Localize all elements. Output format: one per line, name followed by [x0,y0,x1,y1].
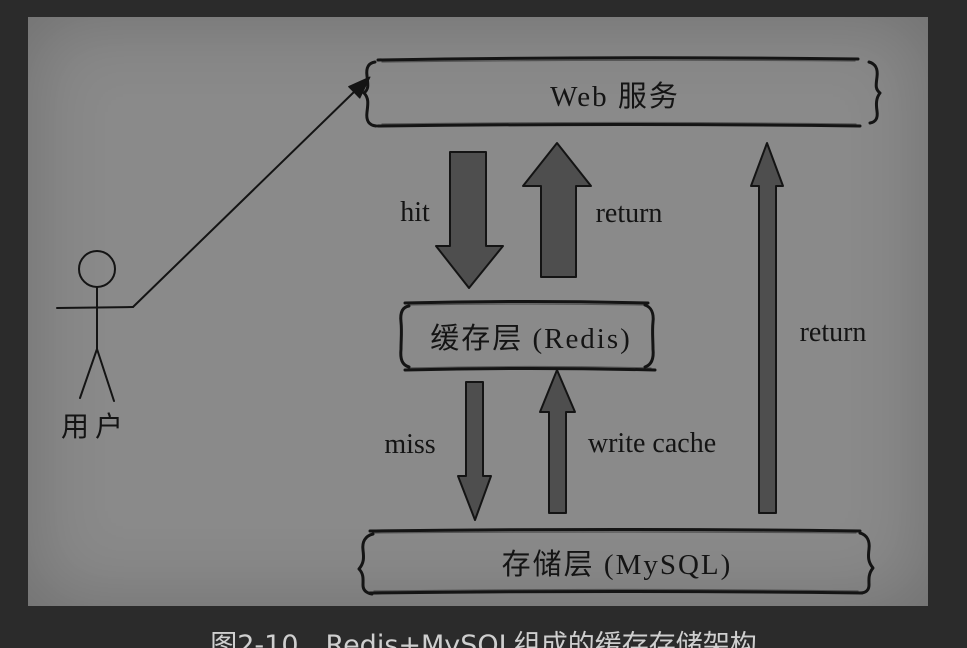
box-bracket-right [867,60,882,125]
write-cache-label: write cache [588,428,716,459]
user-leg-right [96,348,115,402]
box-border-top-sketch [381,59,856,63]
box-border-bottom [368,590,864,595]
box-border-bottom [403,367,657,372]
user-label: 用户 [61,411,129,443]
cache-return-label: return [596,198,663,229]
box-border-top [368,528,862,533]
box-border-top [376,56,860,62]
box-border-top [403,300,650,305]
write-cache-arrow [539,369,576,514]
box-border-bottom-sketch [407,365,652,369]
storage-layer-box: 存储层 (MySQL) [357,528,875,596]
storage-return-arrow [750,142,784,514]
box-bracket-right [643,303,655,369]
box-bracket-left [362,60,378,128]
cache-layer-label: 缓存层 (Redis) [430,322,632,355]
cache-layer-box: 缓存层 (Redis) [399,300,657,372]
box-bracket-right [858,531,875,595]
user-request-arrow [132,76,371,308]
box-bracket-left [357,532,375,596]
user-request-arrowhead [348,76,371,99]
box-border-bottom-sketch [381,121,857,125]
storage-return-label: return [800,317,867,348]
user-request-arrow-line [132,90,356,308]
user-leg-left [79,348,98,399]
user-head [78,250,116,288]
cache-return-arrow [522,142,592,278]
miss-arrow [457,381,492,521]
hit-arrow [435,151,504,289]
web-service-label: Web 服务 [550,80,680,113]
web-service-box: Web 服务 [362,56,882,128]
figure-caption: 图2-10 Redis+MySQL组成的缓存存储架构 [210,630,757,648]
box-border-bottom-sketch [373,588,859,592]
user-arms [56,306,134,309]
storage-layer-label: 存储层 (MySQL) [502,548,733,581]
box-border-top-sketch [407,303,646,306]
box-border-bottom [376,123,862,128]
box-border-top-sketch [373,531,857,534]
miss-label: miss [384,429,435,460]
user-figure [56,250,134,402]
box-bracket-left [399,304,411,369]
hit-label: hit [400,197,430,228]
